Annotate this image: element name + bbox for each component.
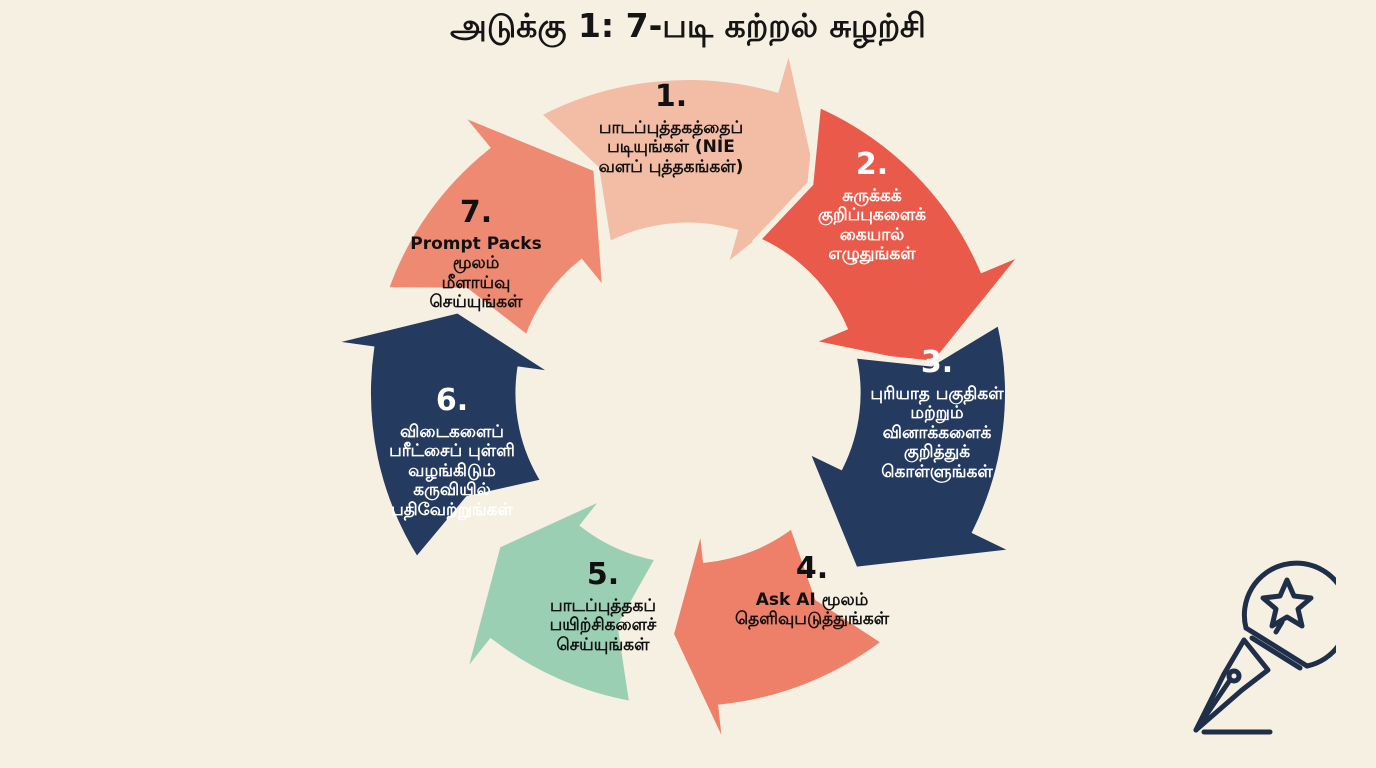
step-number-7: 7. — [459, 195, 493, 230]
step-text-2: சுருக்கக் குறிப்புகளைக் கையால் எழுதுங்கள… — [817, 185, 927, 265]
step-label-1: 1. பாடப்புத்தகத்தைப் படியுங்கள் (NIE வளப… — [598, 79, 744, 177]
step-text-7: Prompt Packs மூலம் மீளாய்வு செய்யுங்கள் — [410, 233, 542, 313]
step-label-4: 4. Ask AI மூலம் தெளிவுபடுத்துங்கள் — [734, 551, 890, 630]
step-label-7: 7. Prompt Packs மூலம் மீளாய்வு செய்யுங்க… — [410, 195, 542, 313]
step-text-1: பாடப்புத்தகத்தைப் படியுங்கள் (NIE வளப் ப… — [598, 117, 744, 177]
step-number-6: 6. — [435, 383, 469, 418]
step-number-5: 5. — [586, 557, 620, 592]
step-label-5: 5. பாடப்புத்தகப் பயிற்சிகளைச் செய்யுங்கள… — [549, 557, 657, 655]
step-text-5: பாடப்புத்தகப் பயிற்சிகளைச் செய்யுங்கள் — [549, 595, 657, 655]
step-text-6: விடைகளைப் பரீட்சைப் புள்ளி வழங்கிடும் கர… — [389, 421, 515, 520]
step-arrow-4 — [667, 520, 891, 754]
step-text-3: புரியாத பகுதிகள் மற்றும் வினாக்களைக் குற… — [870, 383, 1004, 482]
step-label-3: 3. புரியாத பகுதிகள் மற்றும் வினாக்களைக் … — [870, 345, 1004, 482]
step-text-4: Ask AI மூலம் தெளிவுபடுத்துங்கள் — [734, 589, 890, 630]
step-arrow-2 — [751, 99, 1028, 372]
page-title: அடுக்கு 1: 7-படி கற்றல் சுழற்சி — [450, 6, 926, 45]
step-arrow-1 — [532, 44, 825, 277]
step-arrow-6 — [324, 307, 560, 566]
step-arrow-5 — [459, 492, 664, 708]
pen-lightbulb-star-icon — [1193, 560, 1336, 735]
step-label-2: 2. சுருக்கக் குறிப்புகளைக் கையால் எழுதுங… — [817, 147, 927, 265]
step-number-2: 2. — [855, 147, 889, 182]
step-number-1: 1. — [654, 79, 688, 114]
step-arrow-3 — [800, 317, 1028, 574]
step-arrow-7 — [381, 109, 610, 344]
step-number-3: 3. — [920, 345, 954, 380]
step-number-4: 4. — [795, 551, 829, 586]
step-label-6: 6. விடைகளைப் பரீட்சைப் புள்ளி வழங்கிடும்… — [389, 383, 515, 520]
